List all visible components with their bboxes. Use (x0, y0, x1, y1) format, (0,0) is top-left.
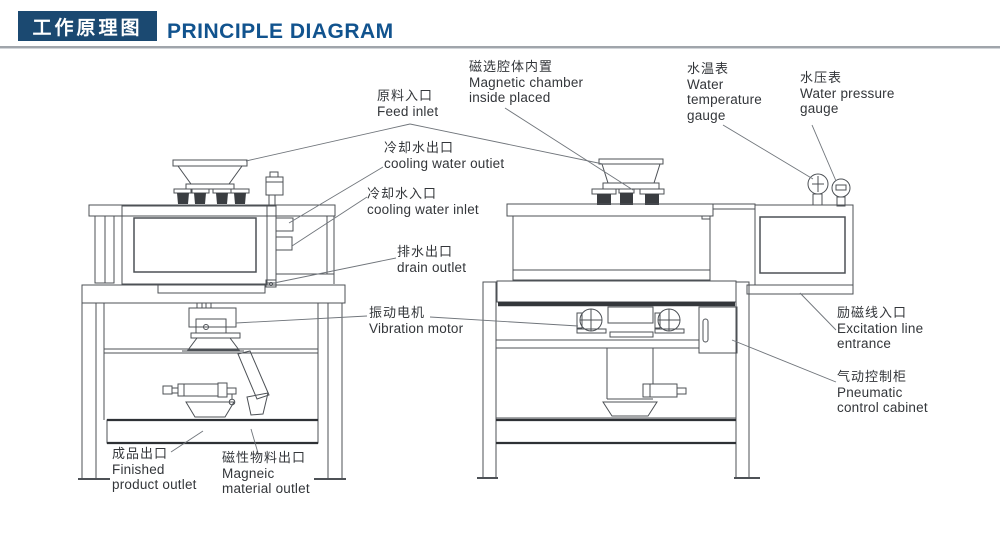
label-water-temperature-gauge: 水温表 Water temperature gauge (687, 61, 762, 123)
en-text: temperature (687, 92, 762, 107)
en-text: entrance (837, 336, 892, 351)
label-pneumatic-control-cabinet: 气动控制柜 Pneumatic control cabinet (837, 369, 928, 416)
header-title-zh: 工作原理图 (32, 17, 143, 39)
zh-text: 水温表 (687, 61, 730, 76)
leader-cooling-inlet (291, 196, 368, 247)
label-cooling-water-inlet: 冷却水入口 cooling water inlet (367, 186, 479, 217)
label-feed-inlet: 原料入口 Feed inlet (377, 88, 438, 119)
leader-cooling-outlet (288, 166, 384, 224)
en-text: Pneumatic (837, 384, 903, 400)
left-vibration-dampers (173, 188, 250, 204)
zh-text: 水压表 (800, 70, 843, 85)
zh-text: 原料入口 (377, 88, 434, 103)
header-title-en: PRINCIPLE DIAGRAM (167, 20, 394, 43)
zh-text: 磁性物料出口 (222, 450, 307, 465)
zh-text: 磁选腔体内置 (469, 59, 554, 74)
en-text: control cabinet (837, 400, 928, 415)
leader-pneumatic (731, 339, 837, 383)
zh-text: 气动控制柜 (837, 369, 908, 384)
label-cooling-water-outlet: 冷却水出口 cooling water outiet (384, 140, 504, 171)
leader-vibration-left (235, 315, 368, 324)
right-hopper (598, 158, 664, 190)
label-water-pressure-gauge: 水压表 Water pressure gauge (800, 70, 895, 117)
zh-text: 振动电机 (369, 305, 426, 320)
en-text: Magnetic chamber (469, 74, 584, 90)
right-machine-drawing (477, 158, 854, 479)
leader-lines (170, 107, 837, 454)
header-title-box: 工作原理图 (18, 11, 157, 41)
en-text: Finished (112, 461, 165, 477)
left-cooling-ports (275, 217, 294, 251)
right-discharge-funnel (602, 401, 658, 417)
pneumatic-control-cabinet (698, 306, 738, 354)
zh-text: 励磁线入口 (837, 305, 908, 320)
en-text: Vibration motor (369, 320, 464, 336)
header-divider (0, 46, 1000, 48)
right-vibration-dampers (591, 188, 665, 205)
right-center-column (606, 348, 654, 400)
left-discharge-funnel (185, 401, 235, 418)
en-text: Feed inlet (377, 103, 439, 119)
leader-water-temperature (722, 124, 814, 180)
en-text: cooling water inlet (367, 201, 479, 217)
en-text: Water pressure (800, 85, 895, 101)
header-divider-light (0, 48, 1000, 49)
en-text: product outlet (112, 477, 197, 492)
zh-text: 冷却水入口 (367, 186, 438, 201)
en-text: cooling water outiet (384, 155, 505, 171)
leader-excitation (799, 292, 837, 331)
left-magnetic-chute (237, 350, 270, 416)
left-outlet-band (106, 418, 319, 445)
label-vibration-motor: 振动电机 Vibration motor (369, 305, 463, 336)
zh-text: 冷却水出口 (384, 140, 455, 155)
water-pressure-gauge-drawing (831, 178, 851, 207)
en-text: Magneic (222, 465, 275, 481)
left-hopper (172, 159, 248, 190)
label-magnetic-chamber: 磁选腔体内置 Magnetic chamber inside placed (469, 59, 583, 106)
leader-feed-inlet-left (245, 123, 411, 162)
en-text: drain outlet (397, 259, 467, 275)
label-finished-product-outlet: 成品出口 Finished product outlet (112, 446, 197, 493)
water-temperature-gauge-drawing (807, 173, 829, 206)
zh-text: 成品出口 (112, 446, 169, 461)
left-vibration-motor (182, 302, 244, 352)
en-text: gauge (800, 101, 839, 116)
en-text: material outlet (222, 481, 310, 496)
label-magnetic-material-outlet: 磁性物料出口 Magneic material outlet (222, 450, 310, 497)
label-drain-outlet: 排水出口 drain outlet (397, 244, 466, 275)
right-body (506, 203, 756, 281)
en-text: gauge (687, 107, 726, 123)
en-text: Excitation line (837, 320, 924, 336)
zh-text: 排水出口 (397, 244, 454, 259)
left-sensor-valve (265, 171, 284, 206)
right-outlet-band (495, 418, 737, 445)
leader-feed-inlet-right (409, 123, 604, 165)
label-excitation-line-entrance: 励磁线入口 Excitation line entrance (837, 305, 923, 352)
leader-water-pressure (811, 124, 837, 182)
en-text: Water (687, 76, 724, 92)
leader-magnetic-material (250, 428, 259, 454)
leader-magnetic-chamber (504, 107, 634, 191)
left-machine-drawing (78, 159, 346, 480)
excitation-box (746, 204, 854, 295)
left-base-frame (78, 284, 346, 480)
right-vibration-motors (576, 306, 685, 338)
leader-vibration-right (429, 316, 579, 327)
leader-finished-product (170, 430, 204, 453)
en-text: inside placed (469, 90, 551, 105)
left-body (88, 204, 336, 285)
leader-drain-outlet (273, 257, 397, 284)
right-pneumatic-cylinder (642, 383, 687, 398)
right-table-frame (477, 280, 760, 479)
